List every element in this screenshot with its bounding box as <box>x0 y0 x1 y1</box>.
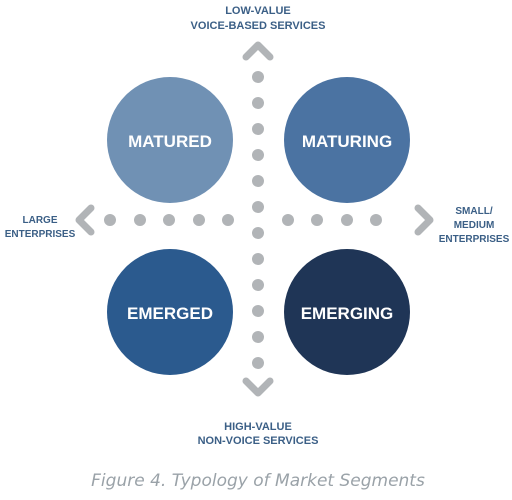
axis-label-top: LOW-VALUE VOICE-BASED SERVICES <box>191 5 326 32</box>
arrow-down-icon <box>242 377 274 397</box>
axis-dot <box>252 253 264 265</box>
axis-label-line: HIGH-VALUE <box>224 421 292 433</box>
axis-label-line: SMALL/ <box>455 206 492 217</box>
axis-dot <box>252 175 264 187</box>
axis-dot <box>370 214 382 226</box>
quadrant-matured: MATURED <box>107 77 233 203</box>
axis-label-line: NON-VOICE SERVICES <box>198 435 319 447</box>
axis-label-line: LARGE <box>23 215 58 226</box>
arrow-left-icon <box>75 204 95 236</box>
axis-dot <box>252 71 264 83</box>
quadrant-label: EMERGED <box>127 304 213 323</box>
quadrant-circle <box>284 77 410 203</box>
axis-dot <box>222 214 234 226</box>
axis-dot <box>134 214 146 226</box>
axis-label-line: MEDIUM <box>454 220 495 231</box>
quadrant-circle <box>107 77 233 203</box>
axis-label-right: SMALL/ MEDIUM ENTERPRISES <box>439 206 510 245</box>
axis-dot <box>311 214 323 226</box>
axis-dot <box>252 97 264 109</box>
figure-caption: Figure 4. Typology of Market Segments <box>91 471 425 491</box>
axis-dot <box>341 214 353 226</box>
axis-label-bottom: HIGH-VALUE NON-VOICE SERVICES <box>198 421 319 447</box>
axis-dot <box>252 149 264 161</box>
axis-dot <box>193 214 205 226</box>
axis-dot <box>252 123 264 135</box>
quadrant-emerging: EMERGING <box>284 249 410 375</box>
axis-label-line: ENTERPRISES <box>439 234 510 245</box>
quadrant-circle <box>107 249 233 375</box>
axis-dot <box>252 331 264 343</box>
axis-dot <box>252 279 264 291</box>
axis-dot <box>252 305 264 317</box>
horizontal-axis <box>104 214 382 226</box>
axis-label-line: VOICE-BASED SERVICES <box>191 20 326 32</box>
axis-label-line: ENTERPRISES <box>5 229 76 240</box>
vertical-axis <box>252 71 264 369</box>
arrow-right-icon <box>414 204 434 236</box>
axis-dot <box>163 214 175 226</box>
axis-dot <box>104 214 116 226</box>
axis-label-line: LOW-VALUE <box>225 5 291 17</box>
quadrant-label: EMERGING <box>301 304 394 323</box>
axis-dot <box>282 214 294 226</box>
quadrant-circle <box>284 249 410 375</box>
quadrant-emerged: EMERGED <box>107 249 233 375</box>
arrow-up-icon <box>242 41 274 61</box>
quadrant-label: MATURING <box>302 132 392 151</box>
axis-dot <box>252 201 264 213</box>
quadrant-maturing: MATURING <box>284 77 410 203</box>
quadrant-label: MATURED <box>128 132 212 151</box>
axis-arrows <box>75 41 434 397</box>
axis-label-left: LARGE ENTERPRISES <box>5 215 76 240</box>
axis-dot <box>252 227 264 239</box>
axis-dot <box>252 357 264 369</box>
